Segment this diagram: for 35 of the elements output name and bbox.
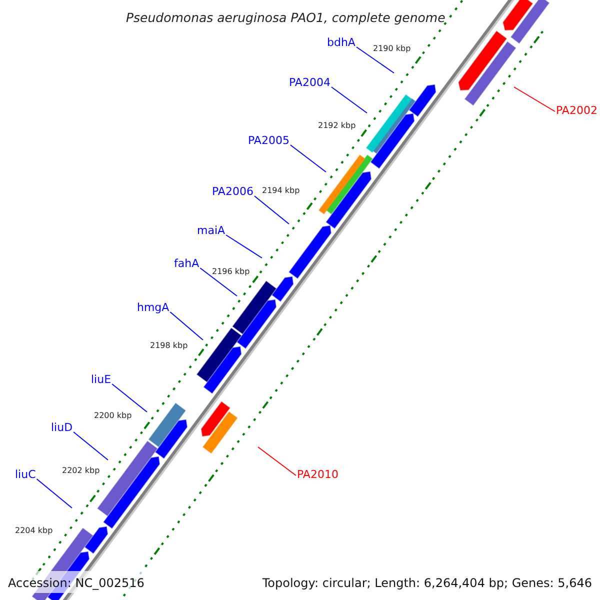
genome-stats: Topology: circular; Length: 6,264,404 bp; Genes: 5,646 [262, 575, 592, 592]
position-label: 2200 kbp [94, 411, 132, 420]
leader-line [290, 144, 326, 172]
gene-label: PA2002 [556, 104, 598, 117]
gene-label: liuE [91, 373, 112, 386]
leader-line [514, 86, 556, 112]
genome-title: Pseudomonas aeruginosa PAO1, complete genome [126, 9, 446, 27]
position-label: 2198 kbp [150, 341, 188, 350]
leader-line [226, 234, 262, 258]
gene-label: PA2004 [289, 76, 330, 89]
gene-label: fahA [174, 257, 200, 270]
leader-line [330, 86, 368, 114]
position-label: 2196 kbp [212, 267, 250, 276]
leader-line [258, 446, 296, 476]
gene-label: hmgA [137, 301, 170, 314]
gene-label: maiA [197, 224, 226, 237]
position-label: 2194 kbp [262, 186, 300, 195]
leader-line [170, 312, 204, 340]
gene-label: PA2010 [297, 468, 338, 481]
gene-label: liuC [15, 468, 36, 481]
gene-label: bdhA [327, 36, 356, 49]
gene-label: liuD [51, 421, 73, 434]
position-label: 2192 kbp [318, 121, 356, 130]
leader-line [254, 196, 290, 224]
leader-line [112, 384, 148, 412]
gene-label: PA2006 [212, 185, 254, 198]
leader-line [73, 432, 108, 460]
leader-line [200, 268, 238, 296]
position-label: 2190 kbp [373, 44, 411, 53]
gene-label: PA2005 [248, 134, 290, 147]
position-label: 2202 kbp [62, 466, 100, 475]
accession-label: Accession: NC_002516 [8, 575, 144, 592]
position-label: 2204 kbp [15, 526, 53, 535]
leader-line [36, 478, 72, 508]
leader-line [356, 46, 394, 74]
